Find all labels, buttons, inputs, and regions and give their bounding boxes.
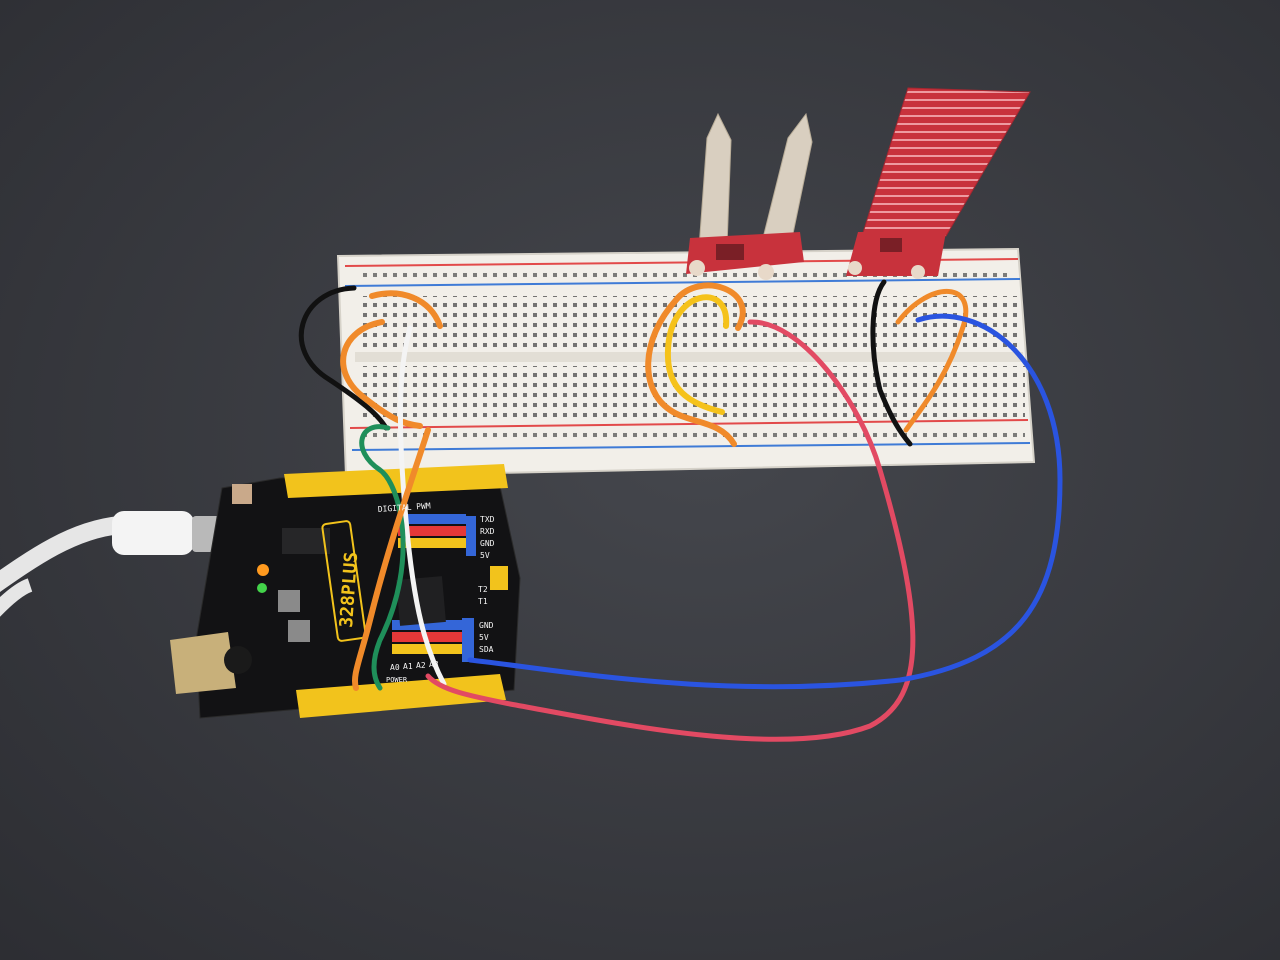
header-label-t1: T1 (478, 597, 488, 606)
analog-label-a0: A0 (390, 663, 400, 672)
header-label-gnd-bottom: GND (479, 621, 494, 630)
breadboard (336, 247, 1036, 478)
header-label-rxd: RXD (480, 527, 495, 536)
board-digital-label: DIGITAL PWM (378, 501, 432, 514)
water-level-sensor (846, 87, 1031, 279)
header-label-sda: SDA (479, 645, 494, 654)
analog-label-a2: A2 (416, 661, 426, 670)
header-label-5v-bottom: 5V (479, 633, 489, 642)
header-label-5v-top: 5V (480, 551, 490, 560)
soil-moisture-sensor (686, 112, 813, 280)
analog-label-a3: A3 (429, 660, 439, 669)
header-label-gnd-top: GND (480, 539, 495, 548)
header-label-txd: TXD (480, 515, 495, 524)
analog-label-a1: A1 (403, 662, 413, 671)
microcontroller-board (170, 464, 521, 719)
header-label-t2: T2 (478, 585, 488, 594)
jumper-wires (298, 279, 1063, 742)
power-label: POWER (386, 676, 408, 684)
